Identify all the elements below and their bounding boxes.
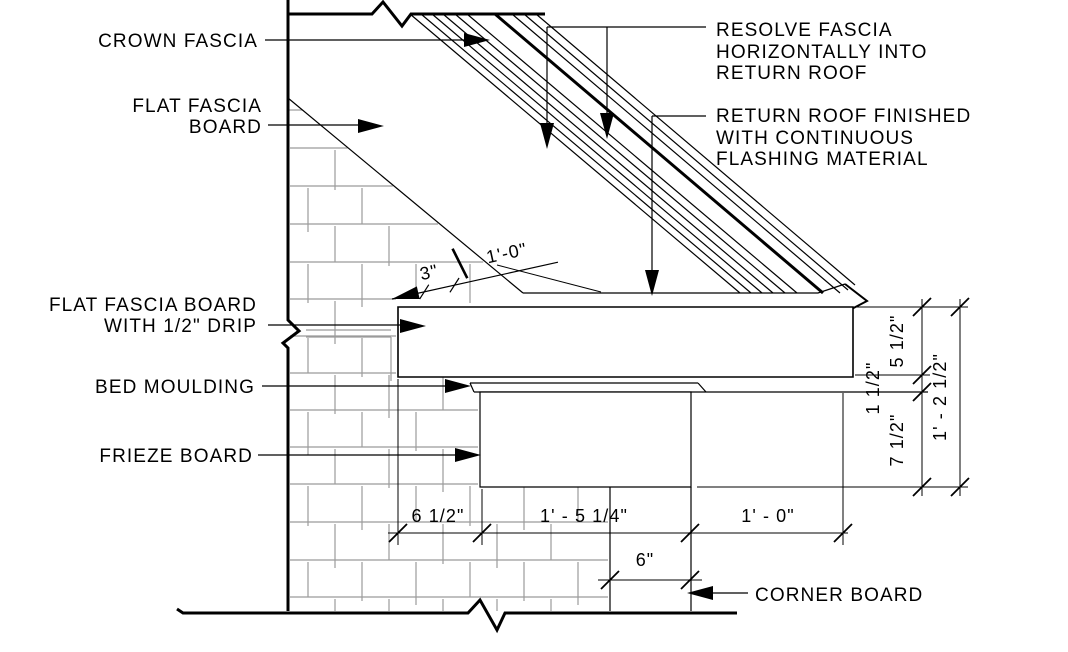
resolve-fascia-note-line3: RETURN ROOF — [716, 63, 867, 84]
rake-line — [287, 97, 524, 294]
flat-fascia-drip-label-line1: FLAT FASCIA BOARD — [49, 295, 257, 316]
down-arrow-icon — [540, 123, 554, 149]
hidden-drip-lines — [289, 109, 392, 381]
dim-text: 1' - 2 1/2" — [930, 353, 950, 441]
slope-line — [391, 261, 559, 300]
crown-fascia-label: CROWN FASCIA — [98, 31, 258, 52]
bed-moulding-outline — [469, 382, 707, 393]
dim-text: 1' - 5 1/4" — [540, 506, 628, 526]
slope-annotation-leader — [496, 264, 602, 293]
return-roof-note-line1: RETURN ROOF FINISHED — [716, 106, 971, 127]
dim-text: 5 1/2" — [887, 314, 907, 367]
frieze-board-label: FRIEZE BOARD — [99, 446, 253, 467]
right-arrow-icon — [445, 379, 471, 393]
resolve-fascia-note-line1: RESOLVE FASCIA — [716, 20, 893, 41]
bottom-dimension-chain: 6 1/2" 1' - 5 1/4" 1' - 0" — [388, 379, 853, 545]
slope-ticks — [419, 277, 460, 300]
roof-diagonal-lines — [409, 12, 856, 295]
return-roof-line — [523, 283, 846, 294]
dimension-ticks — [912, 297, 970, 497]
slope-rise-text: 3" — [418, 261, 440, 285]
wall-shingles-texture — [290, 147, 608, 611]
return-roof-leader — [651, 115, 706, 272]
roof-top-edge — [288, 0, 545, 29]
bottom-edge — [176, 597, 737, 634]
dim-text: 7 1/2" — [887, 413, 907, 466]
structure — [176, 0, 968, 634]
down-arrow-icon — [645, 270, 659, 296]
return-roof-note-line3: FLASHING MATERIAL — [716, 149, 929, 170]
right-arrow-icon — [400, 319, 426, 333]
flat-fascia-board-label-line1: FLAT FASCIA — [132, 96, 262, 117]
dim-text: 6" — [636, 550, 655, 570]
flat-fascia-drip-label-line2: WITH 1/2" DRIP — [104, 316, 257, 337]
dim-text: 6 1/2" — [411, 506, 464, 526]
roof-sheathing-thick-line — [494, 12, 824, 295]
down-arrow-icon — [600, 113, 614, 139]
left-arrow-icon — [687, 586, 713, 600]
dimension-ticks — [388, 523, 853, 543]
flat-fascia-board-label-line2: BOARD — [189, 117, 262, 138]
slope-arrow-icon — [392, 286, 420, 300]
slope-run-text: 1'-0" — [484, 239, 529, 267]
wall-line — [280, 0, 302, 611]
dim-text: 1 1/2" — [863, 361, 883, 414]
bed-moulding-label: BED MOULDING — [95, 377, 255, 398]
dimension-lines — [855, 299, 968, 496]
flat-fascia-board-outline — [397, 306, 854, 378]
right-dimension-chain: 5 1/2" 1 1/2" 7 1/2" 1' - 2 1/2" — [855, 297, 970, 497]
frieze-board-outline — [479, 391, 692, 488]
callout-labels: CROWN FASCIA FLAT FASCIA BOARD RESOLVE F… — [49, 20, 971, 606]
corner-board-label: CORNER BOARD — [755, 585, 923, 606]
corner-board-dimension: 6" — [598, 550, 702, 590]
resolve-fascia-note-line2: HORIZONTALLY INTO — [716, 42, 928, 63]
leaders — [258, 26, 748, 600]
extension-lines — [397, 379, 844, 545]
resolve-fascia-leader — [546, 26, 706, 126]
slope-divider-tick — [451, 248, 469, 279]
dimension-ticks — [600, 570, 700, 590]
right-arrow-icon — [455, 448, 481, 462]
right-arrow-icon — [464, 33, 490, 47]
dim-text: 1' - 0" — [741, 506, 795, 526]
return-roof-note-line2: WITH CONTINUOUS — [716, 128, 914, 149]
right-arrow-icon — [358, 119, 384, 133]
